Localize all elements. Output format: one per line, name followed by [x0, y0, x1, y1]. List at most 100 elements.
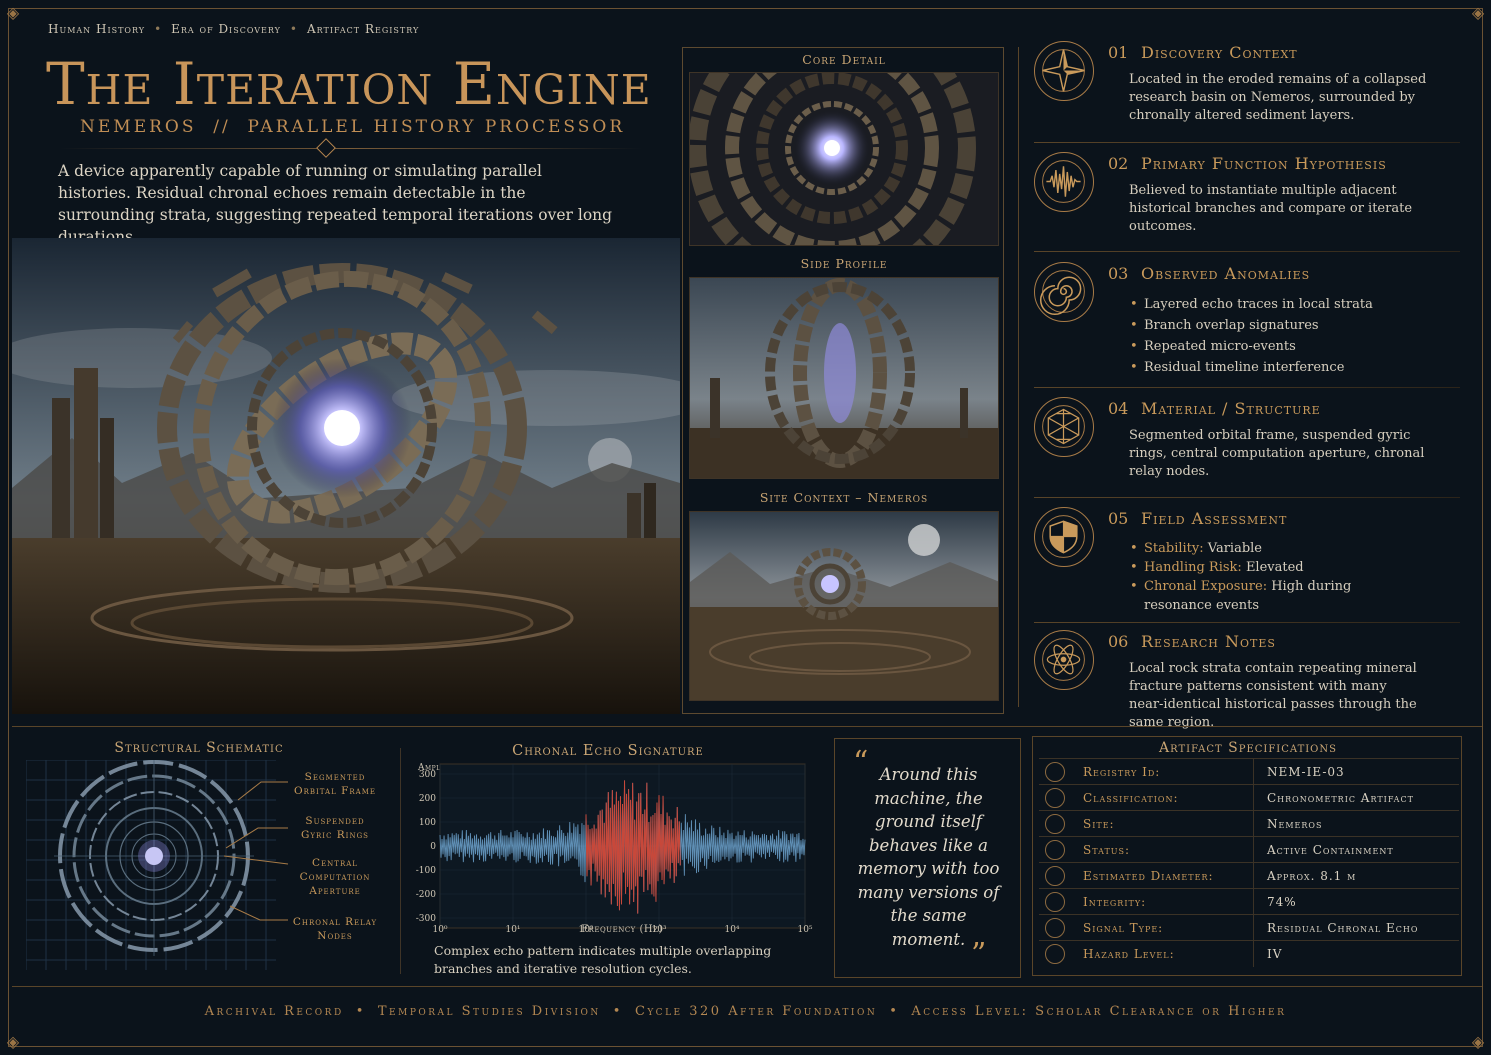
list-item: Repeated micro-events	[1128, 336, 1428, 357]
section-title: Material / Structure	[1141, 399, 1321, 418]
hazard-icon	[1045, 944, 1065, 964]
intro-text: A device apparently capable of running o…	[58, 162, 613, 246]
spec-row: Registry Id: NEM-IE-03	[1039, 758, 1459, 785]
y-tick-label: -100	[416, 866, 436, 876]
close-quote-icon: ”	[971, 937, 987, 972]
side-profile-image[interactable]	[689, 277, 999, 479]
corner-ornament-icon: ◈	[1471, 3, 1485, 22]
section-number: 03	[1108, 264, 1129, 283]
section-divider	[1034, 622, 1460, 623]
globe-icon	[1045, 762, 1065, 782]
section-number: 02	[1108, 154, 1129, 173]
section-divider	[1034, 387, 1460, 388]
spec-value: Approx. 8.1 m	[1267, 869, 1357, 883]
spec-row: Classification:Chronometric Artifact	[1039, 784, 1459, 811]
y-tick-label: -300	[416, 914, 436, 924]
breadcrumb-item[interactable]: Era of Discovery	[171, 22, 281, 36]
section-title: Discovery Context	[1141, 43, 1298, 62]
spec-row: Status: Active Containment	[1039, 836, 1459, 863]
structural-schematic	[25, 756, 394, 970]
x-axis-label: Frequency (Hz)	[581, 924, 663, 935]
chart-caption: Complex echo pattern indicates multiple …	[434, 943, 772, 976]
core-detail-image[interactable]	[689, 72, 999, 246]
compass-rose-icon	[1034, 41, 1094, 101]
breadcrumb-item[interactable]: Human History	[48, 22, 146, 36]
chart-grid	[439, 764, 806, 928]
chart-title: Chronal Echo Signature	[512, 743, 704, 759]
assessment-key: Stability:	[1144, 541, 1204, 556]
star-icon	[1045, 866, 1065, 886]
spec-row: Integrity:74%	[1039, 888, 1459, 915]
footer-item: Temporal Studies Division	[377, 1004, 601, 1019]
page-frame	[8, 8, 1483, 1047]
page-subtitle: NEMEROS // PARALLEL HISTORY PROCESSOR	[80, 117, 626, 137]
spec-row: Signal Type: Residual Chronal Echo	[1039, 914, 1459, 941]
section-text: Segmented orbital frame, suspended gyric…	[1129, 428, 1425, 479]
waveform-icon	[1045, 918, 1065, 938]
assessment-key: Handling Risk:	[1144, 560, 1242, 575]
x-tick-label: 10³	[651, 925, 666, 935]
section-number: 06	[1108, 632, 1129, 651]
spec-label: Registry Id:	[1083, 765, 1161, 779]
section-title: Observed Anomalies	[1141, 264, 1311, 283]
site-context-image[interactable]	[689, 511, 999, 701]
section-divider	[1034, 142, 1460, 143]
spec-value: NEM-IE-03	[1267, 765, 1345, 779]
section-title: Primary Function Hypothesis	[1141, 154, 1387, 173]
spec-value: Chronometric Artifact	[1267, 791, 1414, 805]
atom-icon	[1034, 630, 1094, 690]
series-line	[439, 780, 806, 914]
polyhedron-icon	[1034, 397, 1094, 457]
section-title: Field Assessment	[1141, 509, 1288, 528]
schematic-label: Segmented Orbital Frame	[293, 771, 376, 797]
section-field-assessment: 05 Field Assessment Stability: Variable …	[1032, 507, 1460, 622]
section-divider	[1034, 251, 1460, 252]
assessment-value: Variable	[1203, 541, 1262, 556]
schematic-label: Suspended Gyric Rings	[301, 815, 369, 841]
spec-row: Estimated Diameter:Approx. 8.1 m	[1039, 862, 1459, 889]
spec-label: Status:	[1083, 843, 1131, 857]
specs-title: Artifact Specifications	[1158, 740, 1337, 756]
spec-value: IV	[1267, 947, 1283, 961]
pulse-icon	[1045, 892, 1065, 912]
spec-label: Signal Type:	[1083, 921, 1164, 935]
artifact-specifications: Artifact Specifications Registry Id: NEM-…	[1032, 736, 1462, 976]
list-item: Residual timeline interference	[1128, 357, 1428, 378]
footer-item: Cycle 320 After Foundation	[634, 1004, 878, 1019]
spec-row: Hazard Level: IV	[1039, 940, 1459, 967]
section-text: Local rock strata contain repeating mine…	[1129, 661, 1417, 730]
y-tick-label: 0	[430, 842, 436, 852]
section-text: Believed to instantiate multiple adjacen…	[1129, 183, 1413, 234]
x-tick-label: 10⁵	[797, 925, 812, 935]
assessment-value: High during resonance events	[1144, 579, 1352, 613]
page-title: The Iteration Engine	[46, 50, 652, 118]
x-tick-label: 10⁰	[432, 925, 447, 935]
section-number: 01	[1108, 43, 1129, 62]
section-number: 04	[1108, 399, 1129, 418]
section-observed-anomalies: 03 Observed Anomalies Layered echo trace…	[1032, 262, 1460, 387]
spec-value: Active Containment	[1267, 843, 1394, 857]
section-discovery-context: 01 Discovery Context Located in the erod…	[1032, 41, 1460, 141]
image-gallery: Core Detail Side Profile	[682, 47, 1004, 714]
corner-ornament-icon: ◈	[6, 1032, 20, 1051]
site-context-label: Site Context – Nemeros	[759, 490, 929, 505]
spec-value: 74%	[1267, 895, 1297, 909]
list-item: Chronal Exposure: High during resonance …	[1128, 577, 1368, 615]
echo-highlight-line	[585, 780, 681, 914]
quote-box: “ Around this machine, the ground itself…	[834, 738, 1021, 978]
flame-icon	[1045, 840, 1065, 860]
list-item: Stability: Variable	[1128, 539, 1368, 558]
section-title: Research Notes	[1141, 632, 1276, 651]
breadcrumb-item[interactable]: Artifact Registry	[307, 22, 420, 36]
corner-ornament-icon: ◈	[1471, 1032, 1485, 1051]
core-detail-label: Core Detail	[802, 52, 886, 67]
spec-value: Residual Chronal Echo	[1267, 921, 1419, 935]
section-primary-function: 02 Primary Function Hypothesis Believed …	[1032, 152, 1460, 252]
spec-label: Hazard Level:	[1083, 947, 1175, 961]
spec-value: Nemeros	[1267, 817, 1323, 831]
waveform-icon	[1034, 152, 1094, 212]
panel-divider	[400, 748, 401, 974]
